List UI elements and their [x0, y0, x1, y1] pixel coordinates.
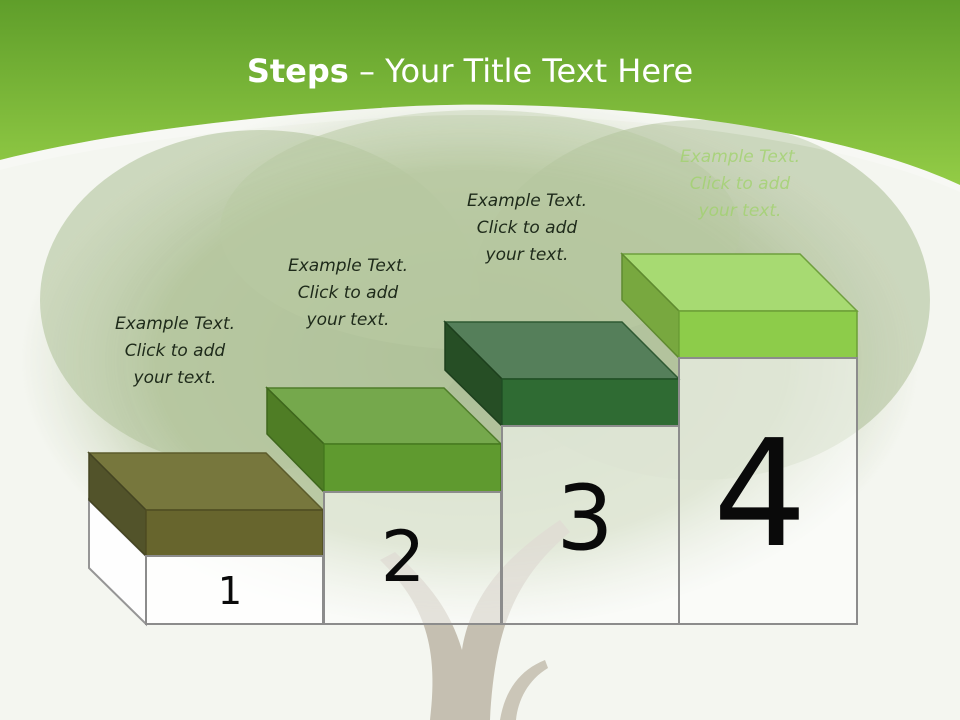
title-bold: Steps	[246, 52, 349, 90]
title-rest: – Your Title Text Here	[348, 52, 694, 90]
step-1-caption[interactable]: Example Text. Click to add your text.	[114, 314, 236, 388]
step-1-number: 1	[217, 569, 243, 613]
step-3-block[interactable]	[443, 320, 681, 625]
header-band	[0, 0, 960, 185]
step-2-number: 2	[380, 516, 426, 598]
step-1-block[interactable]	[87, 451, 325, 627]
step-4-caption[interactable]: Example Text. Click to add your text.	[679, 147, 801, 221]
step-3-caption[interactable]: Example Text. Click to add your text.	[466, 191, 588, 265]
step-4-block[interactable]	[620, 252, 859, 625]
step-4-number: 4	[712, 408, 808, 580]
slide-title: Steps – Your Title Text Here	[0, 52, 940, 90]
step-3-number: 3	[556, 466, 614, 571]
step-2-caption[interactable]: Example Text. Click to add your text.	[287, 256, 409, 330]
